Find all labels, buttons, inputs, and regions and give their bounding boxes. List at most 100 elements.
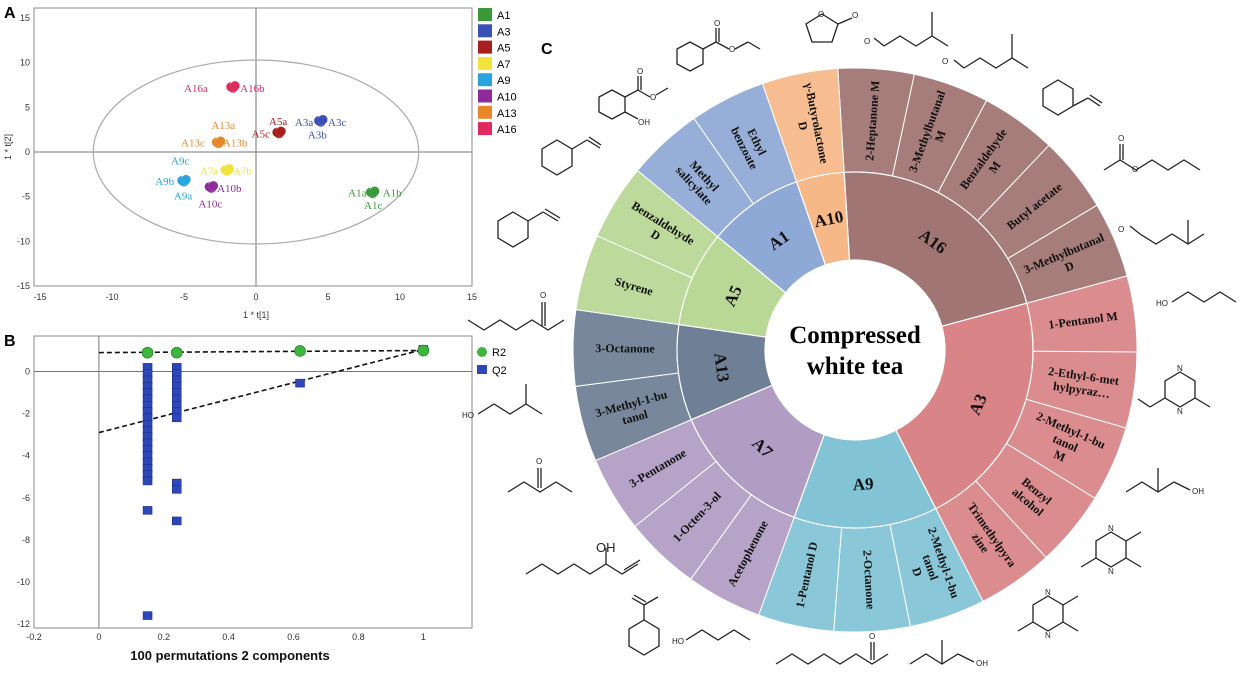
- 1-pentanol-d-ho: HO: [672, 637, 684, 646]
- methyl-salicylate-oh: OH: [638, 118, 650, 127]
- score-plot-xtick-label: 5: [325, 292, 330, 302]
- legend-swatch: [478, 56, 492, 70]
- 3-octanone-o: O: [540, 291, 546, 300]
- styrene-structure: [497, 208, 561, 248]
- ethyl-benzoate-o2: O: [729, 45, 735, 54]
- legend-swatch: [478, 105, 492, 119]
- score-plot-xtick-label: 15: [467, 292, 477, 302]
- compound-label: 3-Octanone: [595, 341, 655, 355]
- 2-octanone-o: O: [869, 632, 875, 641]
- panel-c-letter: C: [541, 41, 553, 58]
- compound-label-line: 2-Octanone: [860, 550, 878, 611]
- score-plot-ytick-label: 10: [20, 58, 30, 68]
- compound-label-line: 3-Octanone: [595, 341, 655, 355]
- q2-point: [172, 413, 182, 423]
- permutation-plot-ytick-label: -8: [22, 535, 30, 545]
- legend-swatch: [478, 73, 492, 87]
- 2-octanone-structure: O: [775, 632, 889, 665]
- legend-label: A10: [497, 92, 517, 104]
- score-point-label: A9b: [155, 176, 174, 188]
- score-plot-ytick-label: -10: [17, 236, 30, 246]
- pyrazine-structure: N N: [1080, 524, 1142, 576]
- permutation-plot-ytick-label: -4: [22, 451, 30, 461]
- score-plot-ytick-label: 0: [25, 147, 30, 157]
- 1-octen-3-ol-oh: OH: [596, 540, 616, 555]
- compound-label-line: M: [932, 129, 949, 144]
- score-point: [274, 128, 285, 139]
- score-point-label: A5c: [252, 129, 270, 141]
- legend-swatch: [478, 40, 492, 54]
- legend-swatch: [478, 8, 492, 21]
- compound-label-line: 2-Heptanone M: [862, 80, 882, 161]
- permutation-plot-xlabel: 100 permutations 2 components: [130, 648, 329, 663]
- score-point: [213, 138, 224, 149]
- score-point: [315, 116, 326, 127]
- 3-methyl-1-butanol-structure: HO: [462, 384, 543, 420]
- score-point-label: A3c: [328, 117, 346, 129]
- pyrazine-n2: N: [1108, 567, 1114, 576]
- score-point: [367, 188, 378, 199]
- score-point-label: A9a: [174, 190, 192, 202]
- methyl-salicylate-o2: O: [650, 93, 656, 102]
- ethyl-benzoate-o1: O: [714, 19, 720, 28]
- score-plot-ytick-label: 15: [20, 13, 30, 23]
- 3-octanone-structure: O: [467, 291, 565, 331]
- center-title-line1: Compressed: [789, 322, 921, 349]
- confidence-ellipse: [92, 59, 420, 245]
- score-plot-xtick-label: 0: [253, 292, 258, 302]
- permutation-plot-frame: [33, 335, 473, 629]
- permutation-points: [141, 344, 430, 620]
- r2-point: [141, 346, 154, 359]
- panel-a-letter: A: [4, 5, 16, 22]
- trimethylpyrazine-n1: N: [1045, 588, 1051, 597]
- score-point: [206, 182, 217, 193]
- chemical-structures: O O O O O O OH: [462, 10, 1237, 668]
- 3-methyl-1-butanol-ho: HO: [462, 411, 474, 420]
- permutation-plot-ytick-label: -6: [22, 493, 30, 503]
- butyrolactone-o1: O: [818, 10, 824, 19]
- benzaldehyde-m-structure: [1042, 79, 1103, 116]
- 2-methyl-1-butanol-d-structure: OH: [909, 640, 988, 668]
- butyl-acetate-o1: O: [1118, 134, 1124, 143]
- 1-pentanol-m-structure: HO: [1156, 291, 1237, 308]
- q2-point: [142, 611, 153, 620]
- score-points: [176, 80, 380, 199]
- 3-methylbutanal-top-o: O: [864, 37, 870, 46]
- r2-point: [417, 344, 430, 357]
- benzaldehyde-d-structure: [541, 136, 602, 176]
- legend-q2-marker: [477, 365, 487, 374]
- score-point-label: A1c: [364, 200, 382, 212]
- score-point: [227, 82, 238, 93]
- score-point-label: A1a: [348, 188, 366, 200]
- 1-pentanol-m-ho: HO: [1156, 299, 1168, 308]
- group-label: A9: [852, 474, 874, 494]
- legend-swatch: [478, 89, 492, 103]
- r2-point: [170, 346, 183, 359]
- legend-label: A13: [497, 108, 517, 120]
- 3-pentanone-o: O: [536, 457, 542, 466]
- score-point-label: A9c: [171, 156, 189, 168]
- score-point-label: A1b: [383, 188, 402, 200]
- score-point-label: A13b: [223, 138, 248, 150]
- score-plot-xtick-label: 10: [395, 292, 405, 302]
- 3-methylbutanal-d-structure: O: [1118, 220, 1205, 245]
- legend-swatch: [478, 122, 492, 136]
- compound-label-line: tanol: [621, 407, 650, 428]
- score-plot-ytick-label: 5: [25, 102, 30, 112]
- score-point-label: A5a: [269, 116, 287, 128]
- score-plot-xtick-label: -15: [33, 292, 46, 302]
- methyl-salicylate-structure: O O OH: [598, 67, 669, 127]
- 3-methylbutanal-m-structure: O: [942, 34, 1029, 69]
- trimethylpyrazine-structure: N N: [1017, 588, 1079, 640]
- score-plot-ytick-label: -15: [17, 281, 30, 291]
- permutation-plot-axes: [34, 336, 472, 628]
- score-point-label: A13c: [181, 138, 205, 150]
- trimethylpyrazine-n2: N: [1045, 631, 1051, 640]
- q2-point: [142, 476, 153, 486]
- 1-octen-3-ol-structure: OH: [525, 540, 641, 575]
